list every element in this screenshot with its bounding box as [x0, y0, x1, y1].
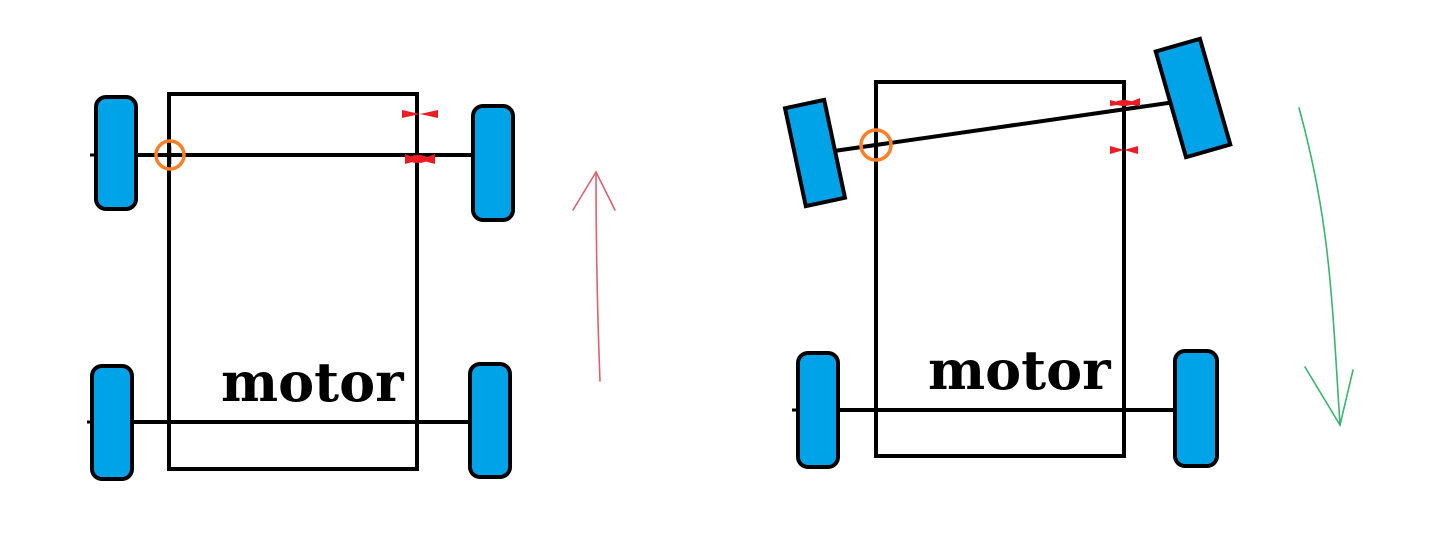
red-marker-top	[402, 110, 438, 118]
red-marker-lower	[1110, 146, 1138, 154]
red-marker-axle	[405, 154, 435, 164]
car-diagram-straight: motor	[87, 92, 616, 481]
pivot-point	[859, 128, 893, 162]
car-diagram-steered: motor	[782, 36, 1354, 469]
motor-label: motor	[928, 338, 1111, 402]
wheel-front-left	[782, 97, 848, 209]
reverse-arrow	[1298, 107, 1354, 428]
chassis-frame	[167, 92, 419, 471]
wheel-rear-left	[90, 364, 134, 481]
wheel-rear-right	[468, 362, 512, 479]
wheel-rear-right	[1173, 349, 1219, 468]
pivot-point	[154, 139, 186, 171]
wheel-front-right	[471, 104, 515, 222]
chassis-frame	[874, 80, 1126, 458]
wheel-front-right	[1153, 36, 1233, 160]
forward-arrow	[572, 170, 616, 382]
wheel-front-left	[94, 95, 138, 211]
motor-label: motor	[221, 350, 404, 414]
wheel-rear-left	[796, 351, 840, 469]
red-marker-axle	[1110, 98, 1140, 106]
